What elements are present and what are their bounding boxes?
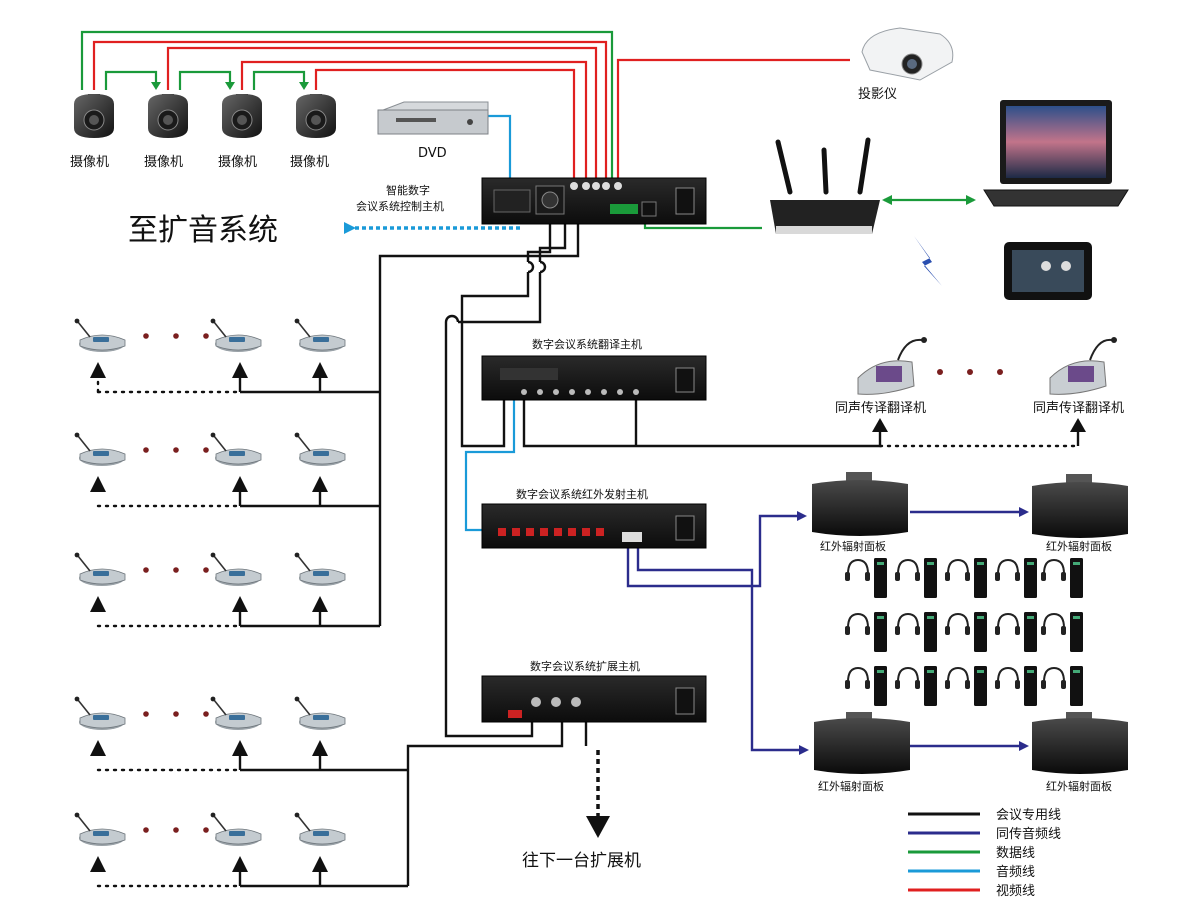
ir-panel-label-1: 红外辐射面板 bbox=[820, 539, 886, 553]
dvd-label: DVD bbox=[418, 146, 447, 161]
meeting-lines bbox=[238, 224, 882, 888]
ir-panel-label-2: 红外辐射面板 bbox=[1046, 539, 1112, 553]
delegate-row-5 bbox=[73, 811, 346, 888]
interpreter-unit-1 bbox=[857, 337, 927, 395]
delegate-row-3 bbox=[73, 551, 346, 628]
ir-panel-1 bbox=[812, 472, 908, 536]
camera-label-3: 摄像机 bbox=[218, 155, 257, 170]
extension-host: 数字会议系统扩展主机 bbox=[481, 659, 707, 723]
ir-panel-label-4: 红外辐射面板 bbox=[1046, 779, 1112, 793]
next-extension-label: 往下一台扩展机 bbox=[522, 851, 641, 871]
ir-panel-2 bbox=[1032, 474, 1128, 538]
translator-host: 数字会议系统翻译主机 bbox=[481, 337, 707, 401]
ir-panel-4 bbox=[1032, 712, 1128, 774]
camera-group: 摄像机 摄像机 摄像机 摄像机 bbox=[70, 93, 337, 170]
control-host-label-line1: 智能数字 bbox=[386, 183, 430, 197]
wireless-signal-icon bbox=[914, 236, 942, 286]
wireless-router bbox=[770, 137, 880, 234]
delegate-row-1 bbox=[73, 317, 346, 394]
camera-2 bbox=[147, 93, 189, 139]
to-pa-system-label: 至扩音系统 bbox=[128, 213, 278, 248]
legend-label-1: 同传音频线 bbox=[996, 826, 1061, 842]
extension-host-label: 数字会议系统扩展主机 bbox=[530, 659, 640, 673]
interp-audio-lines bbox=[626, 507, 1029, 755]
legend-label-3: 音频线 bbox=[996, 864, 1035, 880]
delegate-row-4 bbox=[73, 695, 346, 772]
camera-4 bbox=[295, 93, 337, 139]
tablet bbox=[1004, 242, 1092, 300]
camera-1 bbox=[73, 93, 115, 139]
ir-host-label: 数字会议系统红外发射主机 bbox=[516, 487, 648, 501]
camera-label-1: 摄像机 bbox=[70, 155, 109, 170]
delegate-rows bbox=[73, 317, 346, 888]
laptop bbox=[983, 100, 1129, 207]
translator-host-label: 数字会议系统翻译主机 bbox=[532, 337, 642, 351]
control-host: 智能数字 会议系统控制主机 bbox=[356, 177, 707, 225]
video-lines bbox=[92, 40, 850, 186]
camera-label-4: 摄像机 bbox=[290, 155, 329, 170]
camera-link-arrows bbox=[151, 82, 309, 90]
interpreter-unit-2 bbox=[1049, 337, 1117, 395]
ir-panel-3 bbox=[814, 712, 910, 774]
legend-label-0: 会议专用线 bbox=[996, 808, 1061, 823]
dvd-player: DVD bbox=[377, 101, 489, 161]
projector-label: 投影仪 bbox=[858, 86, 897, 102]
ir-panels: 红外辐射面板 红外辐射面板 红外辐射面板 红外辐射面板 bbox=[812, 472, 1128, 793]
interpreter-label-1: 同声传译翻译机 bbox=[835, 401, 926, 416]
ir-panel-label-3: 红外辐射面板 bbox=[818, 779, 884, 793]
control-host-label-line2: 会议系统控制主机 bbox=[356, 199, 444, 213]
delegate-row-2 bbox=[73, 431, 346, 508]
camera-3 bbox=[221, 93, 263, 139]
ir-transmitter-host: 数字会议系统红外发射主机 bbox=[481, 487, 707, 549]
interpreter-label-2: 同声传译翻译机 bbox=[1033, 401, 1124, 416]
projector: 投影仪 bbox=[858, 27, 954, 102]
legend: 会议专用线 同传音频线 数据线 音频线 视频线 bbox=[908, 808, 1061, 899]
interpreter-ellipsis bbox=[937, 369, 1003, 375]
camera-label-2: 摄像机 bbox=[144, 155, 183, 170]
next-extension-arrow bbox=[586, 816, 610, 838]
legend-label-4: 视频线 bbox=[996, 884, 1035, 899]
ir-receiver-headsets bbox=[844, 557, 1084, 707]
interpreter-units: 同声传译翻译机 同声传译翻译机 bbox=[835, 337, 1124, 448]
legend-label-2: 数据线 bbox=[996, 846, 1035, 861]
